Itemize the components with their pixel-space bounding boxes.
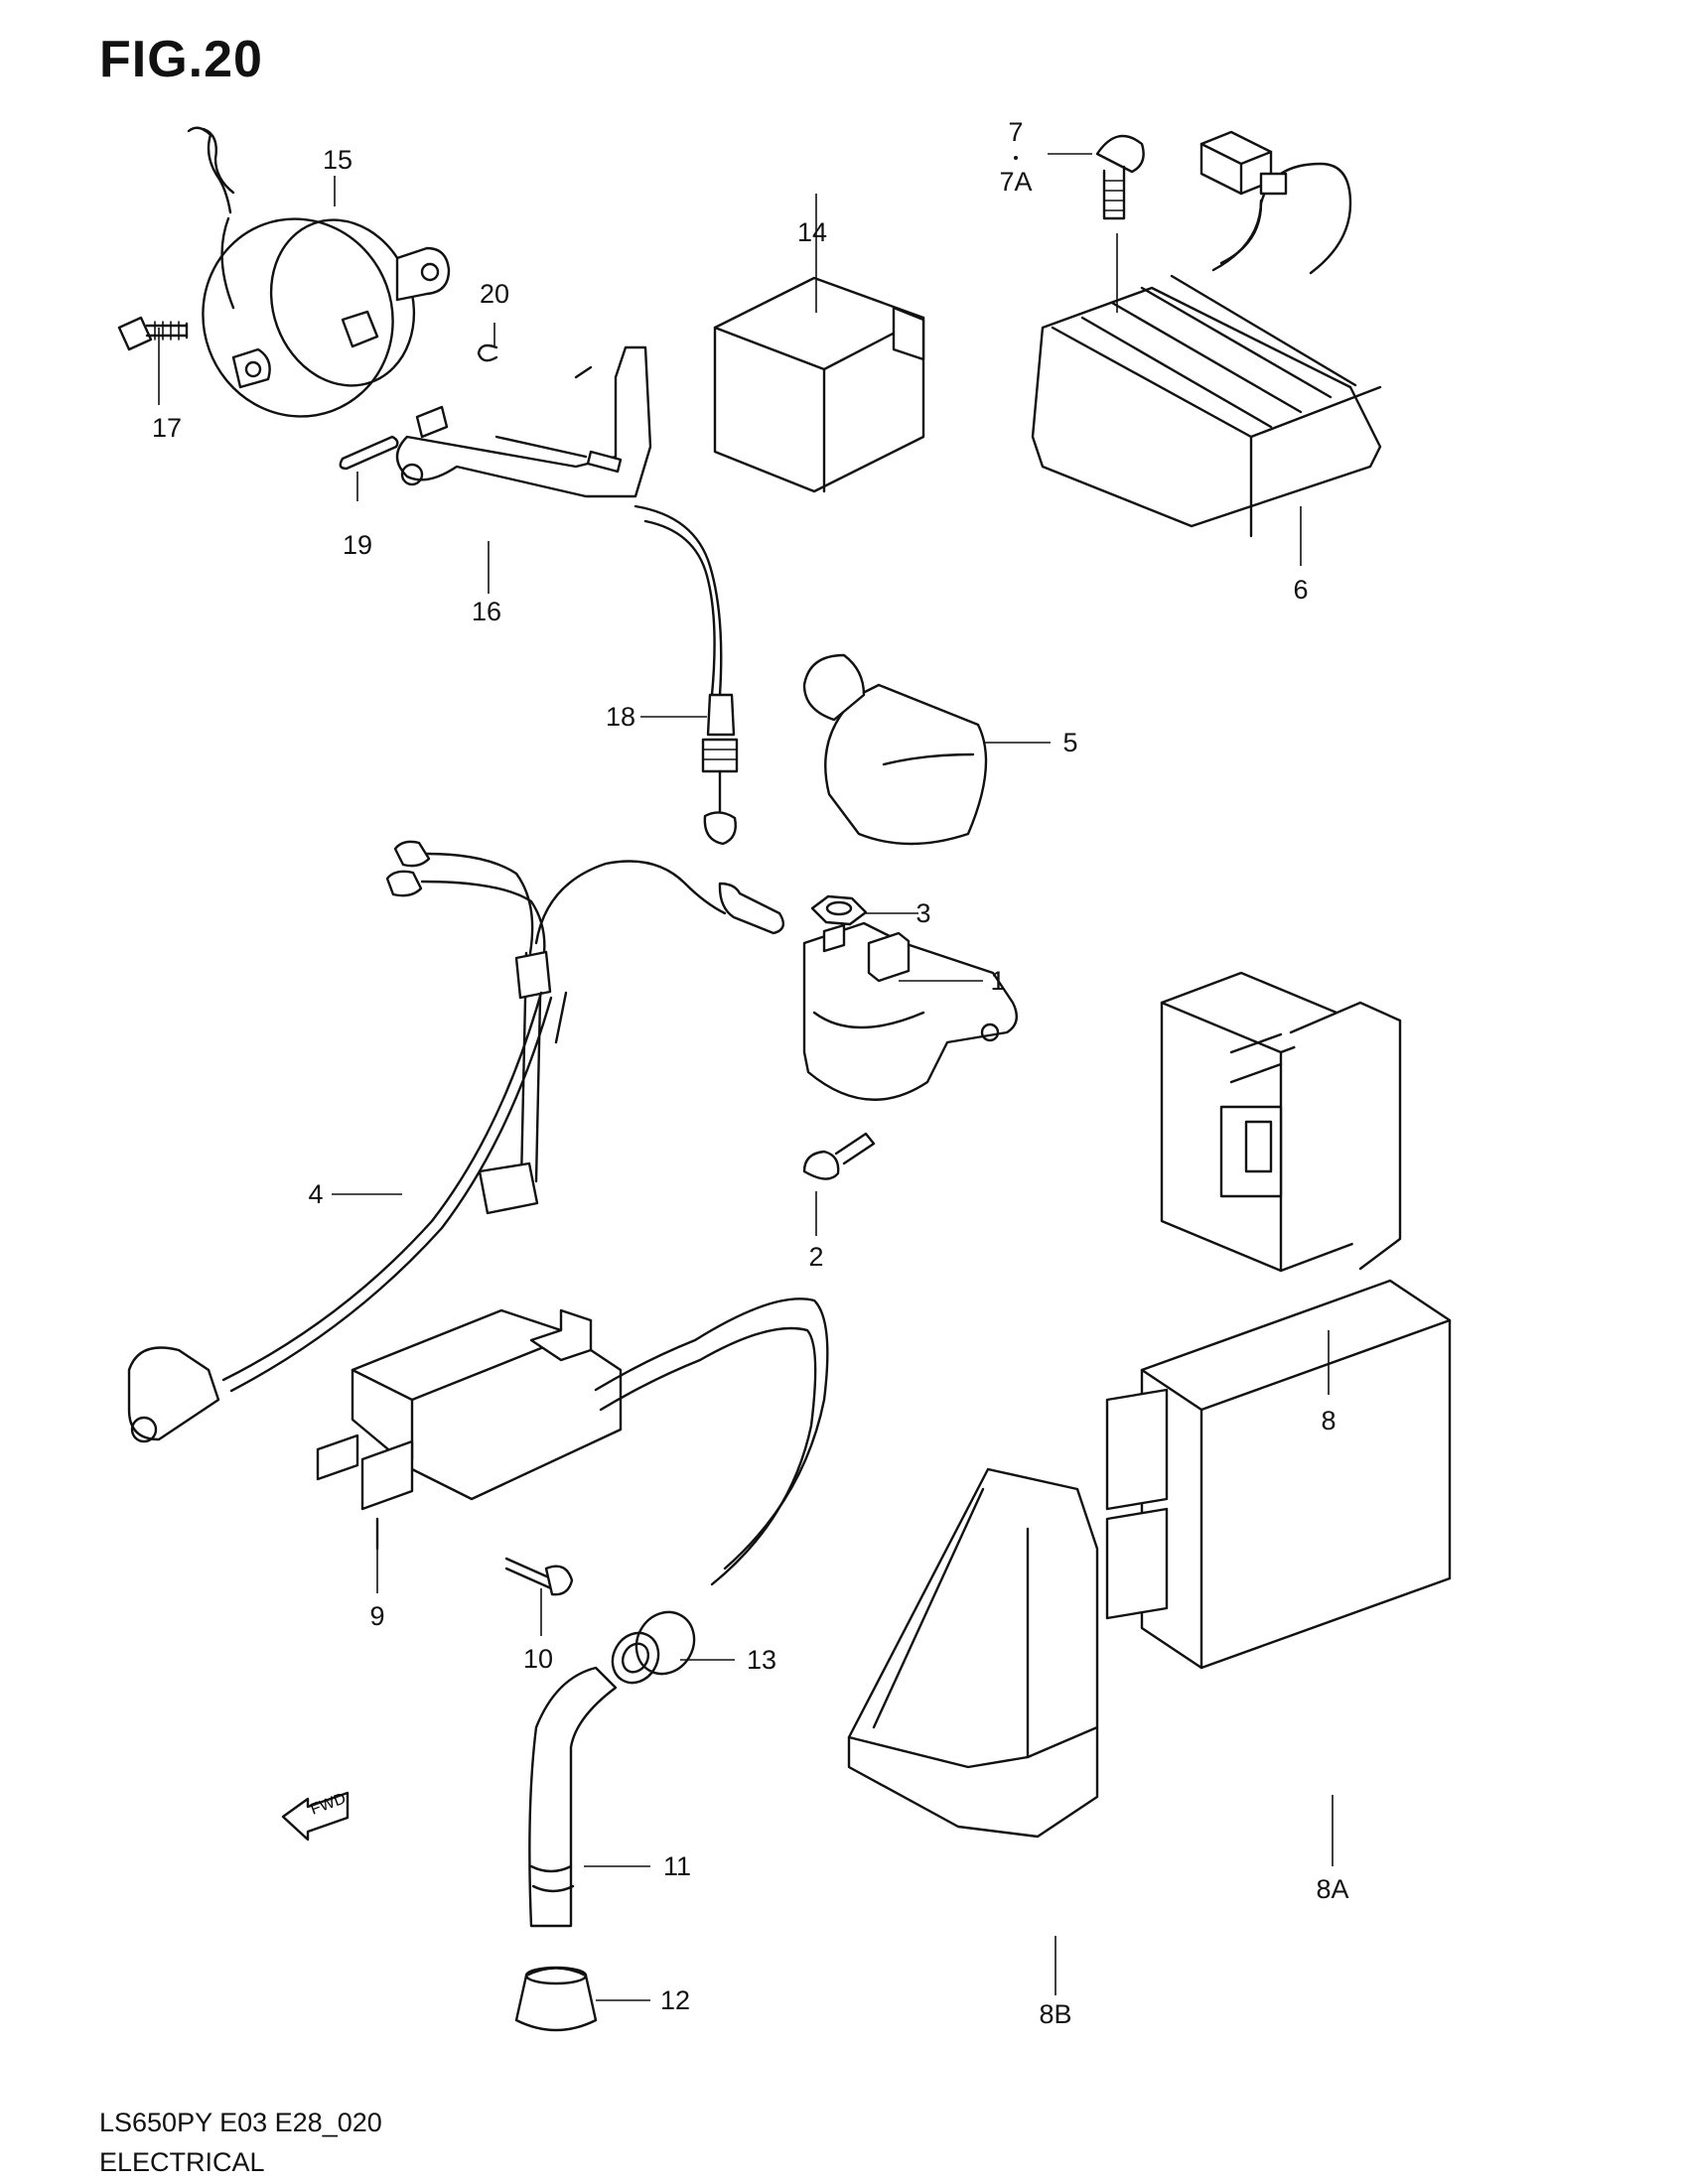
callout-dot (1014, 156, 1018, 160)
callout-2: 2 (808, 1242, 823, 1272)
part-13-grommet[interactable] (604, 1601, 705, 1691)
part-15-horn[interactable] (176, 126, 451, 444)
part-7-screw[interactable] (1095, 134, 1145, 220)
callout-11: 11 (663, 1851, 691, 1881)
section-name: ELECTRICAL (99, 2147, 265, 2177)
callout-6: 6 (1293, 575, 1308, 605)
part-8-ecu[interactable] (1160, 971, 1402, 1273)
callout-8b: 8B (1039, 1999, 1071, 2029)
part-8b-ecu[interactable] (847, 1467, 1099, 1839)
model-code: LS650PY E03 E28_020 (99, 2108, 382, 2137)
part-19-pin[interactable] (339, 435, 399, 471)
callout-1: 1 (990, 966, 1005, 996)
part-12-boot[interactable] (514, 1966, 598, 2032)
diagram-footer: LS650PY E03 E28_020 ELECTRICAL (99, 2103, 382, 2182)
part-10-screw[interactable] (504, 1557, 574, 1596)
callout-14: 14 (797, 217, 827, 247)
part-4-harness[interactable] (127, 840, 785, 1443)
part-9-ignition-coil[interactable] (316, 1297, 829, 1586)
callout-8a: 8A (1316, 1874, 1348, 1904)
callout-3: 3 (915, 898, 930, 928)
callout-labels: 15 17 20 19 16 18 14 7 7A 6 5 3 1 2 4 8 … (152, 117, 1349, 2029)
callout-17: 17 (152, 413, 182, 443)
part-3-nut[interactable] (810, 894, 868, 926)
forward-arrow-icon: FWD (281, 1790, 350, 1842)
callout-9: 9 (369, 1601, 384, 1631)
part-17-bolt[interactable] (117, 316, 189, 351)
figure-title: FIG.20 (99, 31, 263, 88)
part-18-switch-cable[interactable] (494, 435, 739, 846)
part-5-cap[interactable] (802, 653, 988, 846)
callout-8: 8 (1321, 1406, 1336, 1435)
callout-19: 19 (343, 530, 372, 560)
part-2-bolt[interactable] (802, 1132, 876, 1180)
part-20-clip[interactable] (477, 343, 498, 362)
part-1-starter-relay[interactable] (802, 921, 1019, 1101)
part-6-regulator[interactable] (1031, 130, 1382, 538)
leader-lines (158, 153, 1334, 2001)
part-14-relay[interactable] (713, 276, 925, 493)
callout-13: 13 (747, 1645, 776, 1675)
callout-5: 5 (1062, 728, 1077, 757)
part-16-bracket[interactable] (395, 345, 652, 498)
callout-20: 20 (480, 279, 509, 309)
callout-18: 18 (606, 702, 635, 732)
callout-12: 12 (660, 1985, 690, 2015)
callout-4: 4 (308, 1179, 323, 1209)
callout-10: 10 (523, 1644, 553, 1674)
callout-15: 15 (323, 145, 352, 175)
part-11-plug-cap[interactable] (528, 1666, 618, 1928)
callout-7: 7 (1008, 117, 1023, 147)
part-8a-ecu[interactable] (1105, 1279, 1452, 1670)
callout-16: 16 (472, 597, 501, 626)
callout-7a: 7A (999, 167, 1032, 197)
